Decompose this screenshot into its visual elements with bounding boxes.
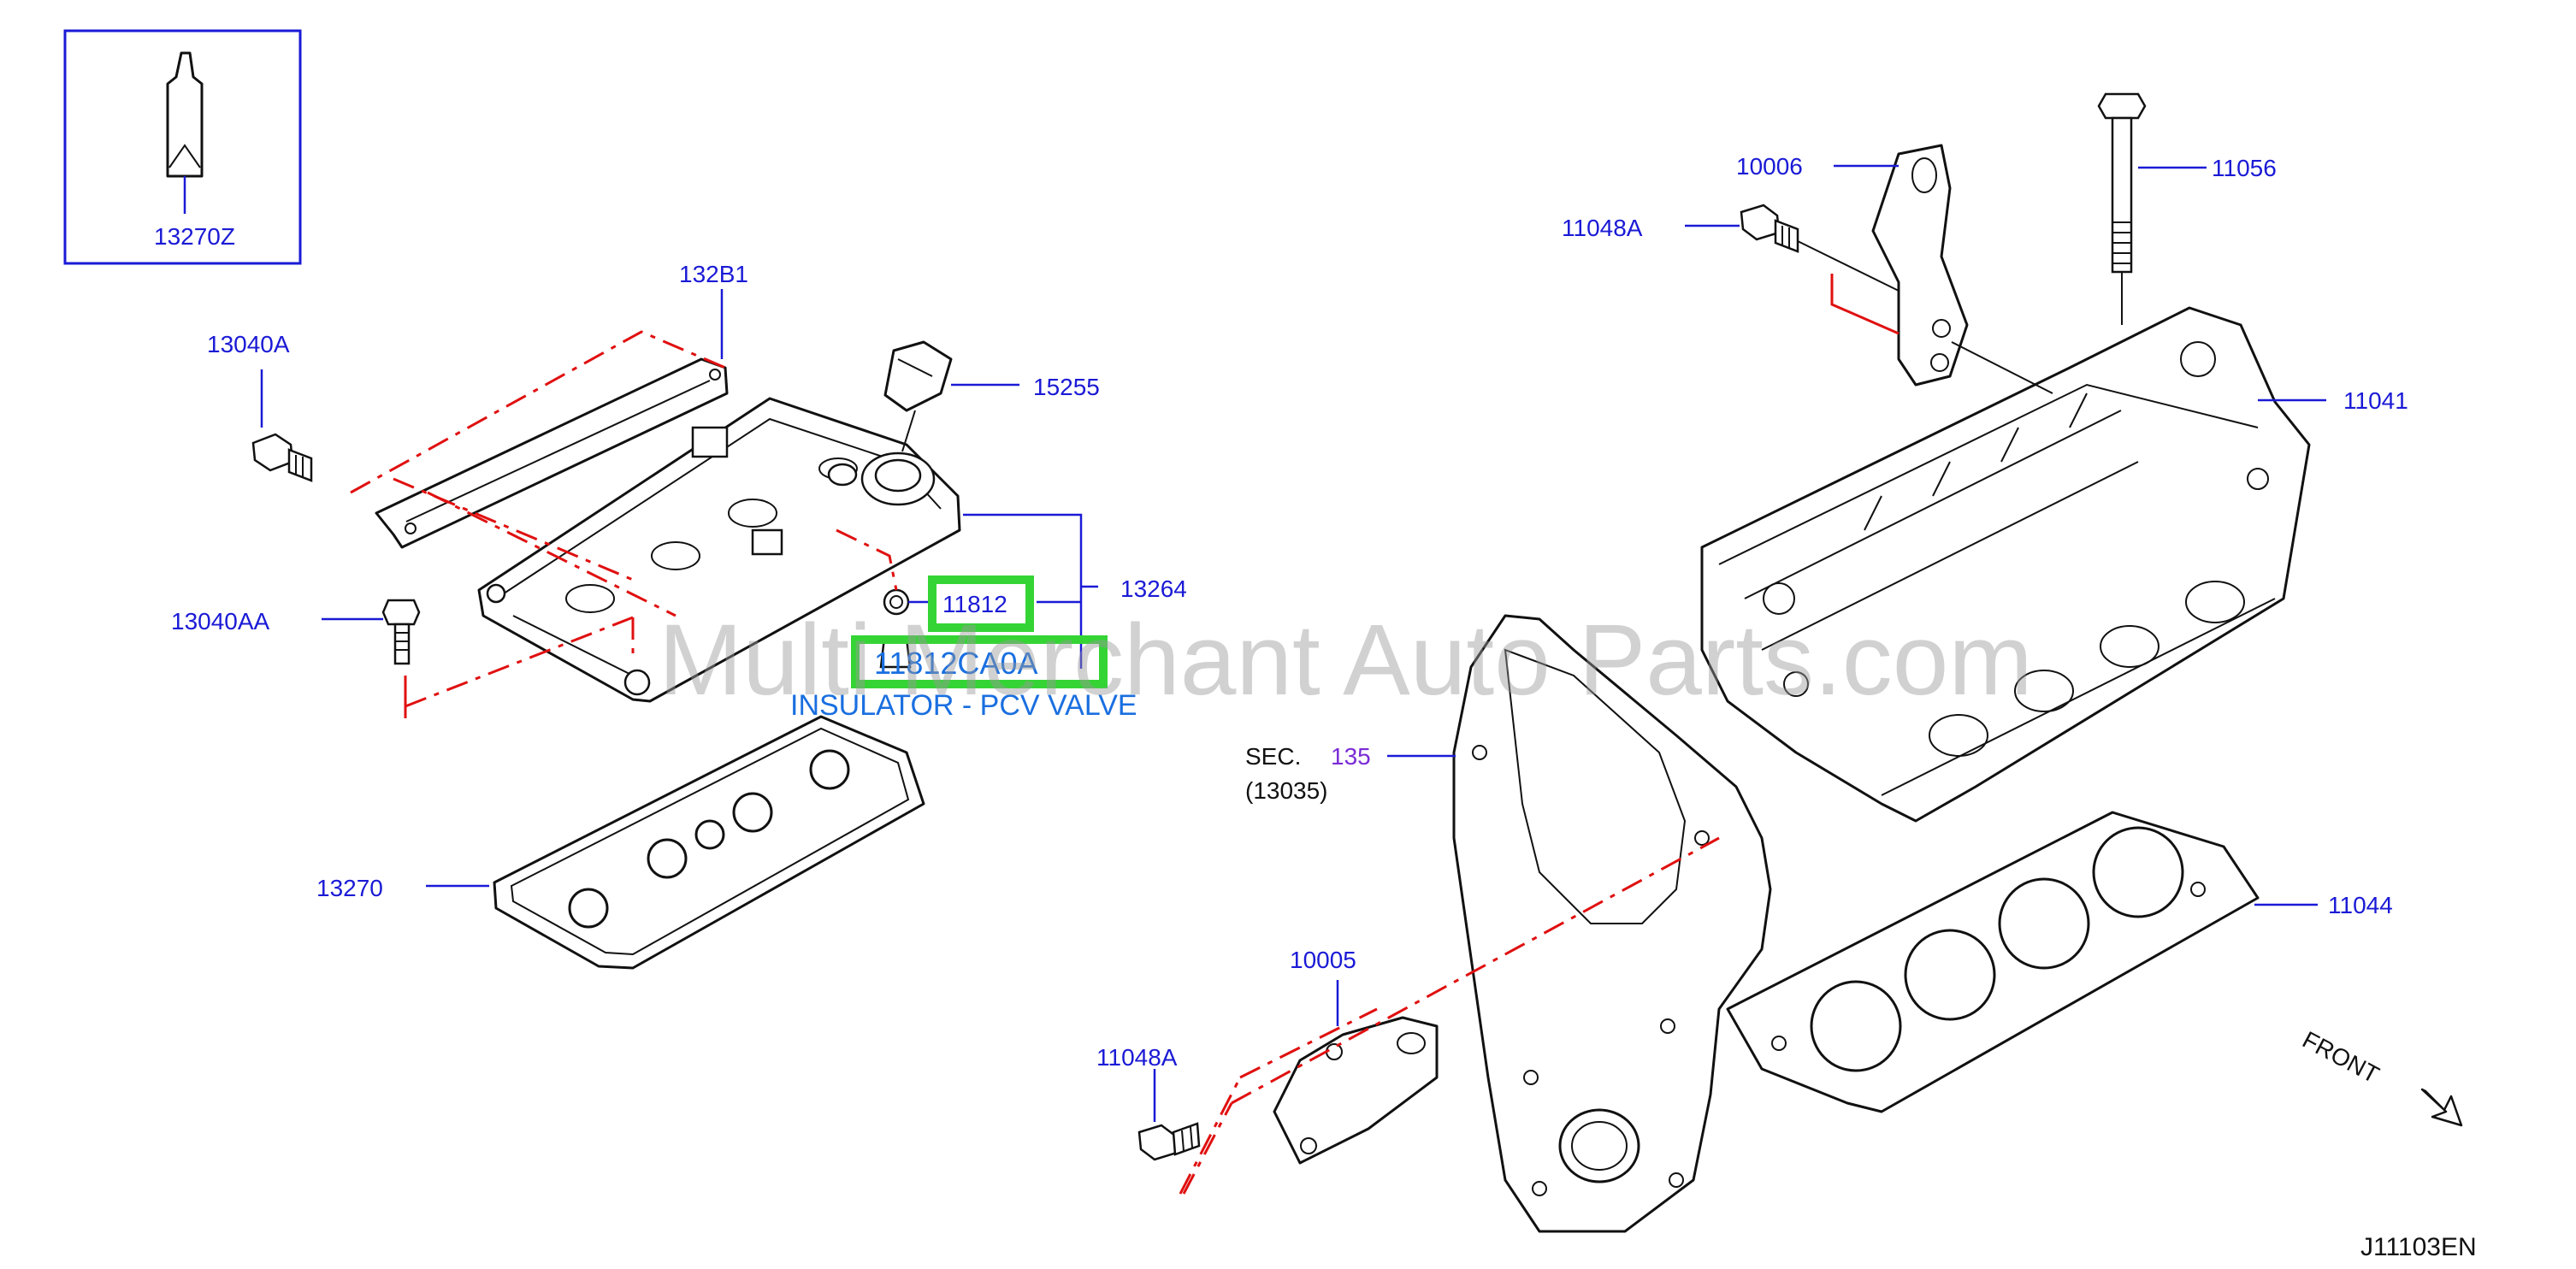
front-timing-cover xyxy=(1452,614,1772,1233)
head-bolt-11056 xyxy=(2097,92,2147,325)
gasket-13270 xyxy=(493,715,925,970)
label-15255[interactable]: 15255 xyxy=(1033,374,1100,400)
label-11044[interactable]: 11044 xyxy=(2328,892,2393,918)
label-10006[interactable]: 10006 xyxy=(1736,153,1803,180)
label-10005[interactable]: 10005 xyxy=(1290,947,1356,973)
label-13264[interactable]: 13264 xyxy=(1120,575,1187,602)
front-arrow-icon xyxy=(2420,1088,2463,1127)
label-11041[interactable]: 11041 xyxy=(2343,387,2408,414)
bolt-13040AA xyxy=(381,599,421,665)
label-11812[interactable]: 11812 xyxy=(942,591,1007,617)
section-sub-ref: (13035) xyxy=(1245,777,1328,804)
label-132B1[interactable]: 132B1 xyxy=(679,261,748,287)
highlight-box-11812 xyxy=(928,575,1034,632)
highlighted-part-number[interactable]: 11812CA0A xyxy=(874,646,1037,681)
rocker-cover-group xyxy=(251,330,961,970)
label-13040AA[interactable]: 13040AA xyxy=(171,608,270,634)
figure-code: J11103EN xyxy=(2360,1233,2477,1261)
highlight-box-part-number xyxy=(851,635,1108,688)
cylinder-head xyxy=(1700,306,2311,823)
label-11048A-bottom[interactable]: 11048A xyxy=(1096,1044,1178,1071)
head-gasket-11044 xyxy=(1726,811,2260,1113)
label-11056[interactable]: 11056 xyxy=(2212,155,2277,181)
inset-sealant-tube: 13270Z xyxy=(63,29,302,265)
bolt-11048A-bottom xyxy=(1137,1122,1201,1161)
highlighted-part-description: INSULATOR - PCV VALVE xyxy=(790,689,1137,722)
label-13270[interactable]: 13270 xyxy=(316,875,383,901)
front-direction-indicator: FRONT xyxy=(2298,1026,2463,1127)
label-13040A[interactable]: 13040A xyxy=(207,331,290,357)
bracket-10006 xyxy=(1871,144,1969,387)
watermark: Multi Merchant Auto Parts.com xyxy=(659,604,2033,717)
bolt-13040A xyxy=(251,433,313,482)
bolt-11048A-top xyxy=(1740,204,1799,253)
front-label: FRONT xyxy=(2298,1026,2384,1089)
bracket-10005 xyxy=(1273,1016,1439,1165)
section-number-link[interactable]: 135 xyxy=(1331,743,1371,770)
label-11048A-top[interactable]: 11048A xyxy=(1562,215,1643,241)
label-13270Z[interactable]: 13270Z xyxy=(154,223,235,250)
section-prefix: SEC. xyxy=(1245,743,1301,770)
